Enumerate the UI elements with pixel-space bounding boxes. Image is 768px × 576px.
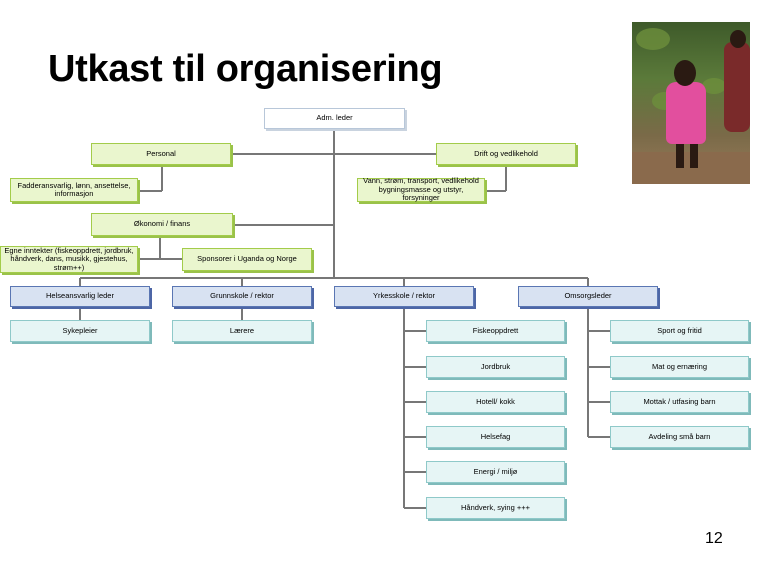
box-personal: Personal — [91, 143, 231, 165]
box-energi-miljo: Energi / miljø — [426, 461, 565, 483]
box-mat-ernaering: Mat og ernæring — [610, 356, 749, 378]
box-omsorgsleder: Omsorgsleder — [518, 286, 658, 307]
box-jordbruk: Jordbruk — [426, 356, 565, 378]
slide-title: Utkast til organisering — [48, 48, 443, 90]
box-sponsorer: Sponsorer i Uganda og Norge — [182, 248, 312, 271]
box-handverk: Håndverk, sying +++ — [426, 497, 565, 519]
photo-children — [632, 22, 750, 184]
box-drift-detail: Vann, strøm, transport, vedlikehold bygn… — [357, 177, 485, 202]
box-fiskeoppdrett: Fiskeoppdrett — [426, 320, 565, 342]
slide-number: 12 — [705, 530, 723, 547]
box-sport-fritid: Sport og fritid — [610, 320, 749, 342]
box-yrkesskole: Yrkesskole / rektor — [334, 286, 474, 307]
box-sykepleier: Sykepleier — [10, 320, 150, 342]
box-okonomi: Økonomi / finans — [91, 213, 233, 236]
box-helsefag: Helsefag — [426, 426, 565, 448]
box-laerere: Lærere — [172, 320, 312, 342]
box-egne-inntekter: Egne inntekter (fiskeoppdrett, jordbruk,… — [0, 246, 138, 273]
box-personal-detail: Fadderansvarlig, lønn, ansettelse, infor… — [10, 178, 138, 202]
box-grunnskole: Grunnskole / rektor — [172, 286, 312, 307]
box-avdeling-sma-barn: Avdeling små barn — [610, 426, 749, 448]
box-adm-leder: Adm. leder — [264, 108, 405, 129]
box-drift: Drift og vedlikehold — [436, 143, 576, 165]
box-mottak-utfasing: Mottak / utfasing barn — [610, 391, 749, 413]
box-helseansvarlig: Helseansvarlig leder — [10, 286, 150, 307]
box-hotell-kokk: Hotell/ kokk — [426, 391, 565, 413]
